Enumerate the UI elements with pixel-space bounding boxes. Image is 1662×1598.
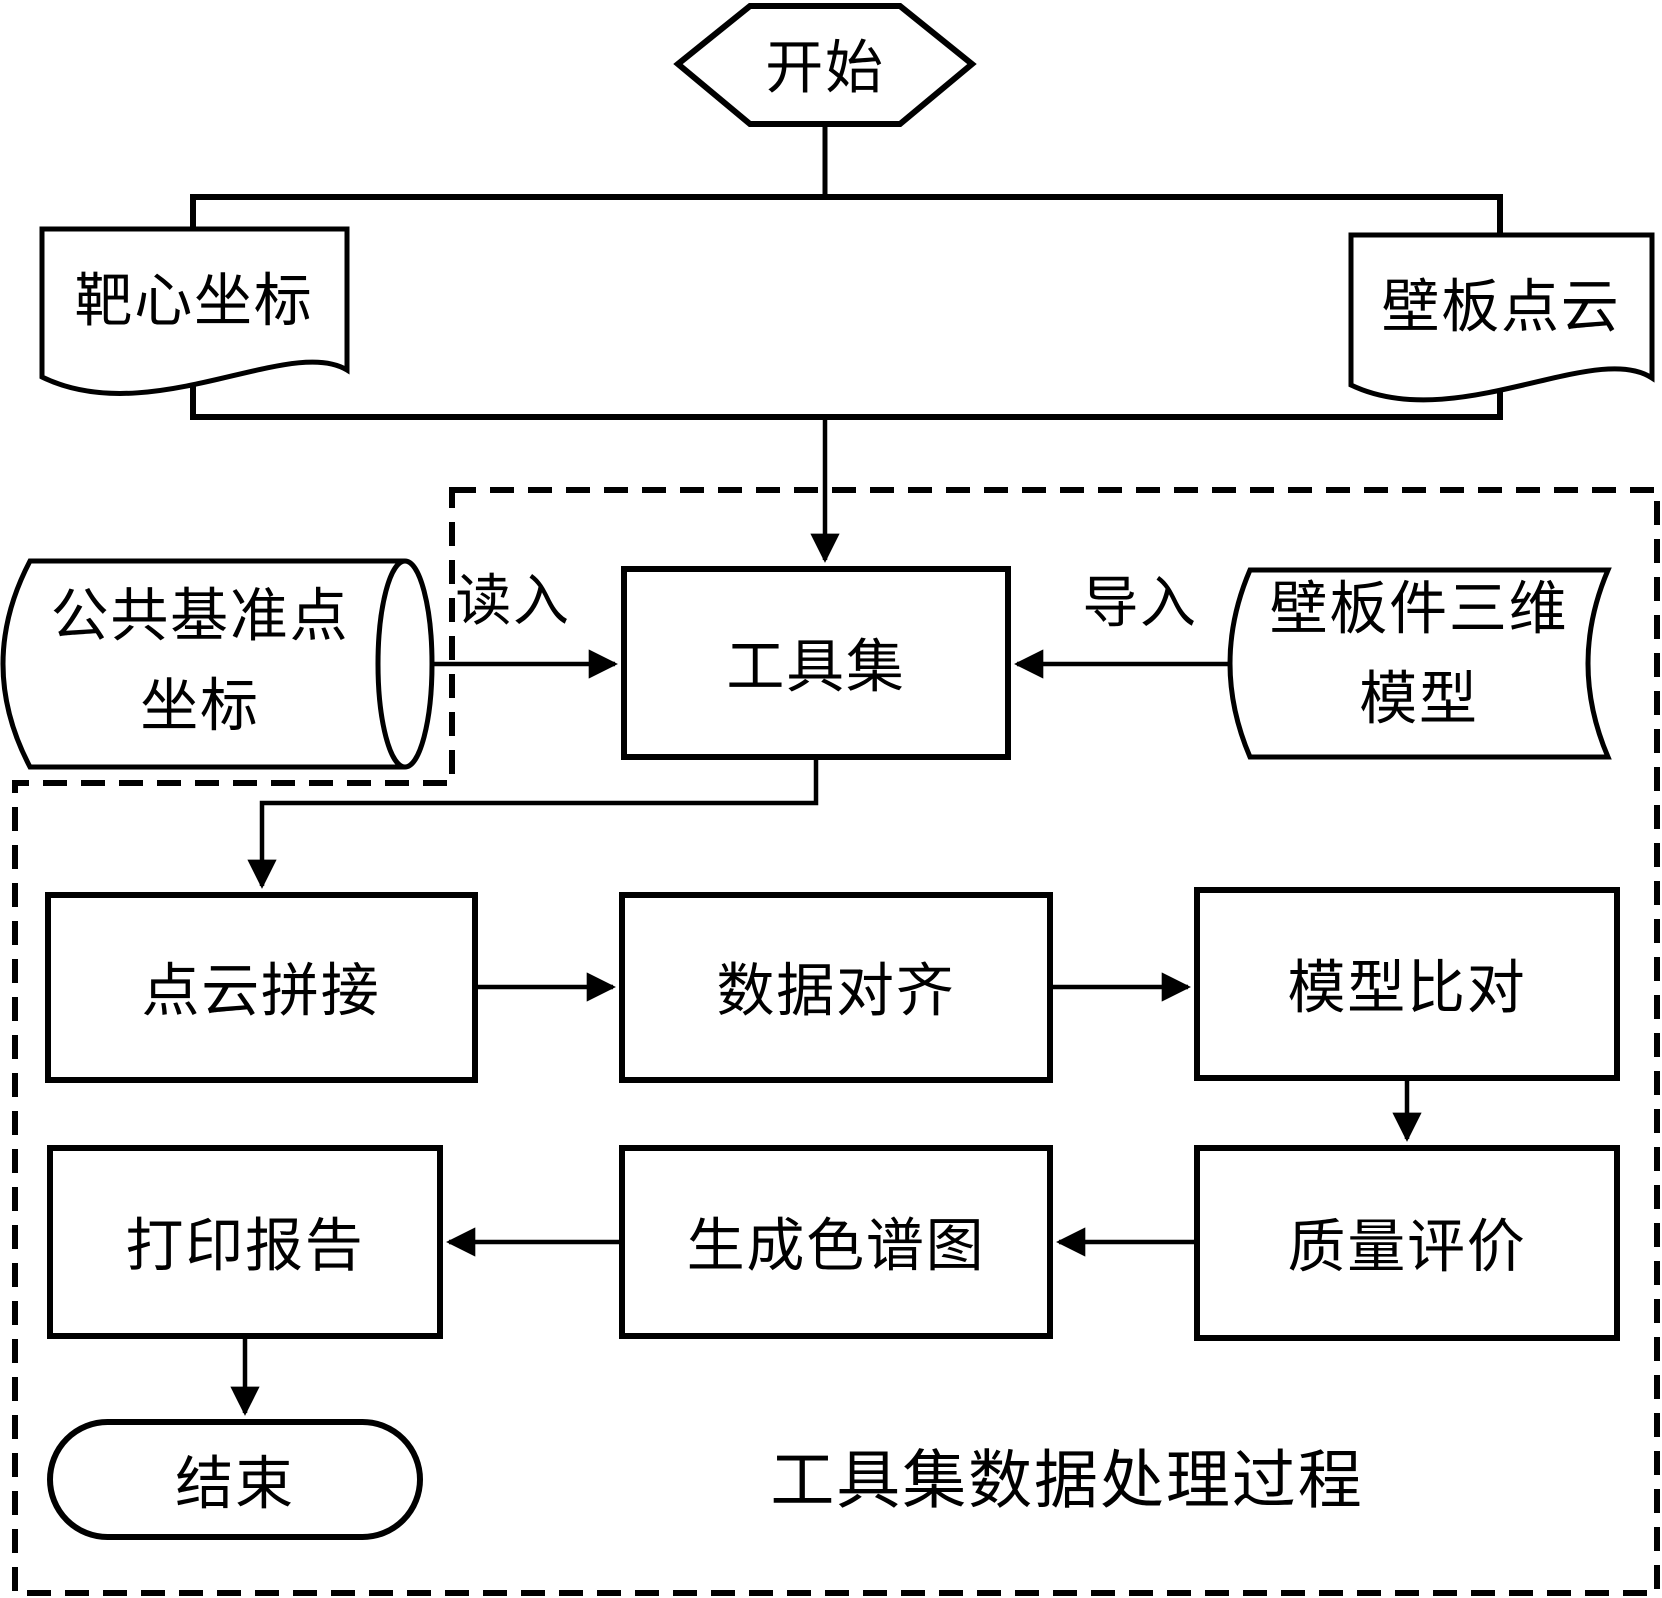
print-report-label: 打印报告 [126,1214,365,1279]
data-alignment-label: 数据对齐 [717,959,956,1024]
input-container-rect [190,194,1503,420]
arrow-toolset-to-stitching [247,757,819,889]
start-label: 开始 [765,36,884,101]
target-coords-label: 靶心坐标 [75,269,314,334]
process-caption: 工具集数据处理过程 [770,1446,1363,1517]
datum-points-cylinder-cap [375,558,435,770]
toolset-label: 工具集 [726,635,905,700]
target-coords-document [39,226,350,396]
print-report-box [47,1145,443,1339]
quality-evaluation-label: 质量评价 [1288,1215,1527,1280]
pointcloud-stitching-label: 点云拼接 [142,959,381,1024]
read-in-label: 读入 [455,571,570,633]
generate-colormap-label: 生成色谱图 [687,1214,986,1279]
panel-model-label-line1: 壁板件三维 [1270,577,1569,642]
panel-pointcloud-document [1348,232,1655,403]
import-label: 导入 [1082,573,1197,635]
end-terminator [47,1419,423,1540]
pointcloud-stitching-box [45,892,478,1083]
end-label: 结束 [175,1452,294,1517]
panel-pointcloud-label: 壁板点云 [1382,275,1621,340]
data-alignment-box [619,892,1053,1083]
datum-points-label-line1: 公共基准点 [51,584,350,649]
toolset-process-box [621,566,1011,760]
model-comparison-box [1194,887,1620,1081]
model-comparison-label: 模型比对 [1288,956,1527,1021]
datum-points-label-line2: 坐标 [140,674,259,739]
datum-points-cylinder-body [0,558,405,770]
start-hexagon [673,3,977,127]
panel-model-label-line2: 模型 [1359,667,1478,732]
panel-model-stored-data [1227,567,1612,760]
